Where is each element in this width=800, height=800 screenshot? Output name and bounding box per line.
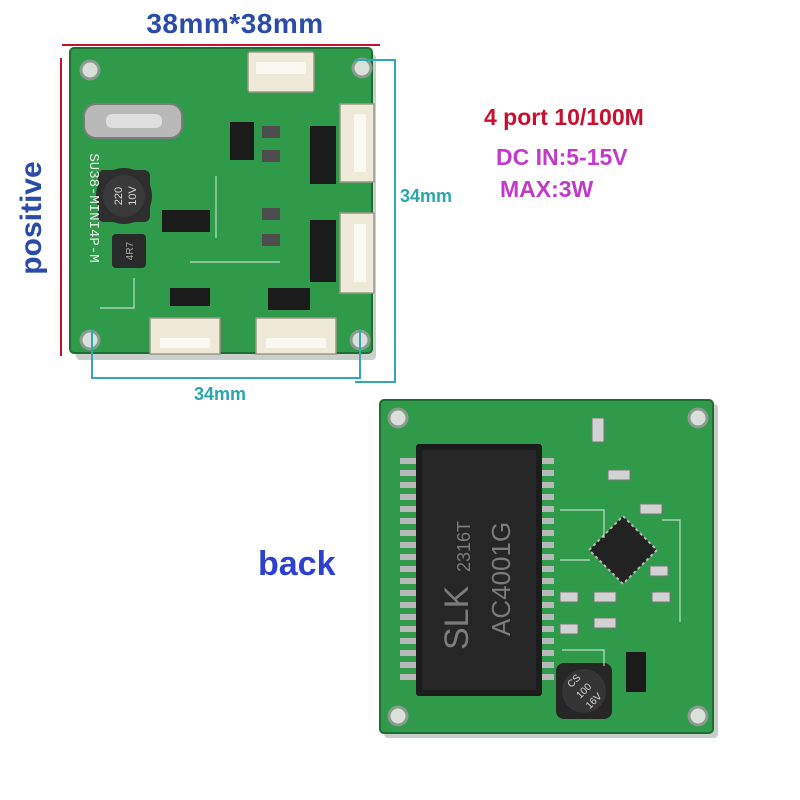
svg-text:10V: 10V [127, 186, 139, 206]
spec-ports: 4 port 10/100M [484, 104, 644, 130]
bottom-dimension-bracket [91, 330, 361, 379]
right-dimension-label: 34mm [400, 186, 453, 206]
front-board-photo: 220 10V 4R7 SU38-MINI4P-M [69, 47, 376, 360]
positive-side-label: positive [15, 161, 48, 275]
back-side-label: back [258, 545, 336, 583]
svg-text:2316T: 2316T [454, 521, 474, 572]
svg-text:SU38-MINI4P-M: SU38-MINI4P-M [85, 153, 101, 262]
svg-text:4R7: 4R7 [125, 241, 136, 260]
spec-max-power: MAX:3W [500, 176, 594, 202]
board-size-label: 38mm*38mm [146, 8, 324, 39]
bottom-dimension-label: 34mm [194, 384, 247, 404]
right-dimension-bracket [355, 59, 396, 383]
svg-text:AC4001G: AC4001G [486, 522, 516, 636]
svg-text:220: 220 [113, 187, 125, 205]
spec-power-in: DC IN:5-15V [496, 144, 628, 170]
top-dimension-line [62, 44, 380, 46]
back-board-photo: SLK 2316T AC4001G CS 100 16V [379, 399, 718, 738]
left-dimension-line [60, 58, 62, 356]
svg-text:SLK: SLK [438, 585, 476, 650]
